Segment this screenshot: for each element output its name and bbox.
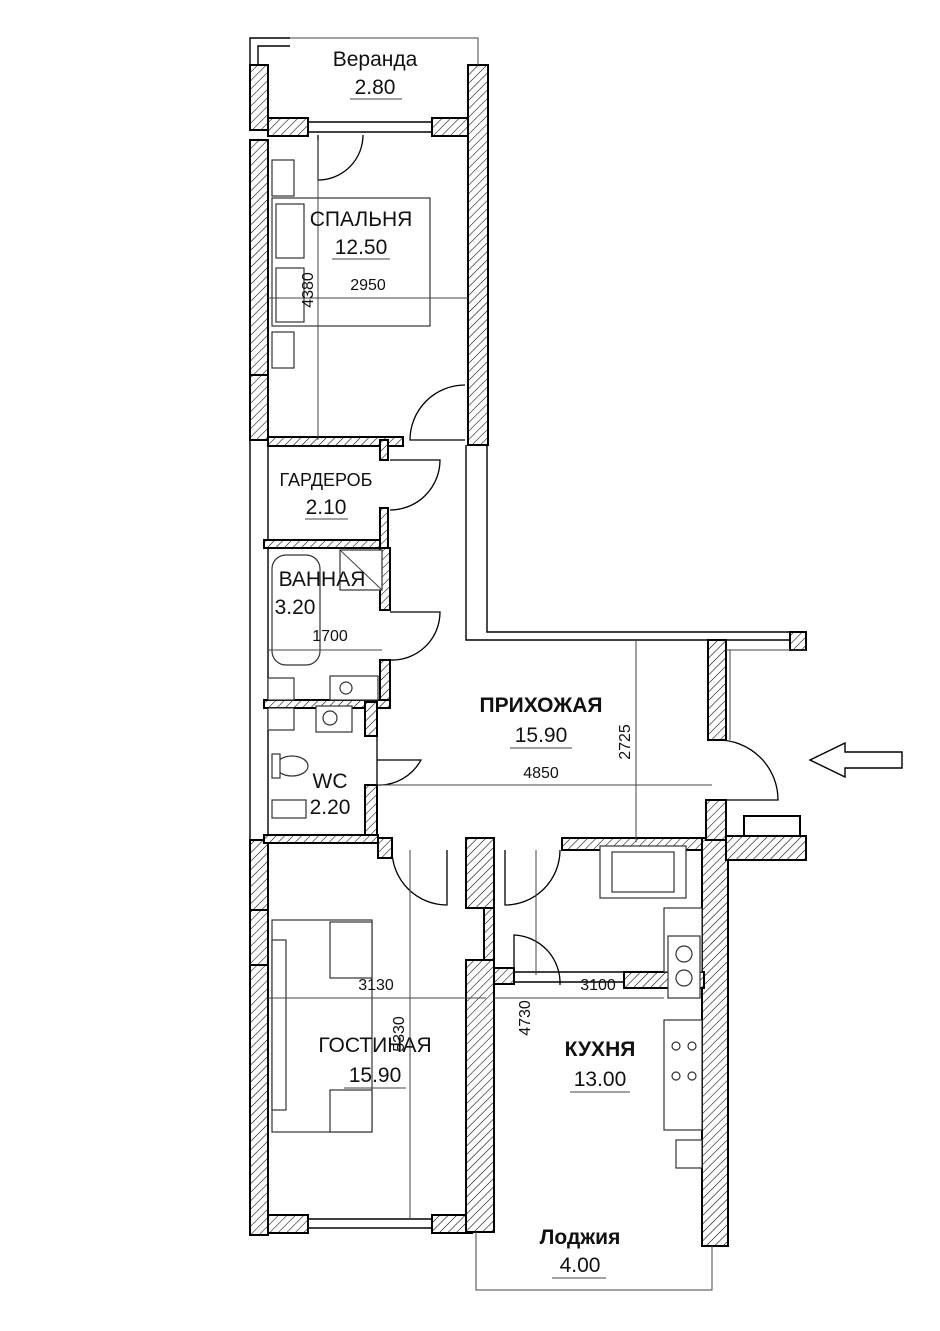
room-area-wc: 2.20 bbox=[310, 796, 351, 819]
left-wall-upper bbox=[249, 64, 269, 131]
room-name-wardrobe: ГАРДЕРОБ bbox=[280, 470, 373, 490]
room-labels: Веранда 2.80 СПАЛЬНЯ 12.50 ГАРДЕРОБ 2.10… bbox=[275, 48, 636, 1279]
bathtub bbox=[271, 554, 321, 666]
dimension-labels: 4380 2950 1700 4850 2725 3130 5330 4730 … bbox=[300, 272, 634, 1052]
dim-kitchen-width: 3100 bbox=[580, 977, 616, 994]
entrance-arrow-icon bbox=[808, 741, 903, 779]
room-area-kitchen: 13.00 bbox=[574, 1068, 627, 1091]
room-name-bathroom: ВАННАЯ bbox=[279, 568, 366, 591]
windows bbox=[290, 37, 806, 1291]
stove bbox=[671, 1041, 681, 1051]
dim-kitchen-length: 4730 bbox=[517, 1000, 534, 1036]
left-wall-living bbox=[249, 959, 269, 1236]
room-name-kitchen: КУХНЯ bbox=[565, 1038, 636, 1061]
bedroom-top-wall-left bbox=[267, 117, 309, 137]
room-name-hallway: ПРИХОЖАЯ bbox=[480, 694, 603, 717]
dim-living-width: 3130 bbox=[358, 977, 394, 994]
room-name-veranda: Веранда bbox=[333, 48, 418, 71]
room-area-bathroom: 3.20 bbox=[275, 596, 316, 619]
dim-bath-length: 1700 bbox=[312, 628, 348, 645]
room-area-veranda: 2.80 bbox=[355, 76, 396, 99]
room-name-bedroom: СПАЛЬНЯ bbox=[310, 208, 413, 231]
loggia-pillar bbox=[465, 959, 495, 1233]
toilet bbox=[275, 755, 309, 777]
living-bottom-wall-left bbox=[267, 1214, 309, 1234]
dim-hall-width: 4850 bbox=[523, 765, 559, 782]
kitchen-right-wall bbox=[701, 837, 729, 1247]
walls bbox=[249, 37, 807, 1247]
room-name-loggia: Лоджия bbox=[540, 1226, 621, 1249]
room-area-wardrobe: 2.10 bbox=[306, 496, 347, 519]
bedroom-bottom-wall bbox=[267, 436, 404, 447]
left-wall-lower bbox=[249, 839, 269, 911]
left-wall-mid bbox=[249, 374, 269, 441]
kitchen-sink bbox=[667, 935, 701, 999]
dim-hall-depth: 2725 bbox=[617, 724, 634, 760]
room-area-bedroom: 12.50 bbox=[335, 236, 388, 259]
room-area-hallway: 15.90 bbox=[515, 724, 568, 747]
dim-living-length: 5330 bbox=[391, 1016, 408, 1052]
dimension-lines bbox=[268, 140, 712, 1220]
room-area-living: 15.90 bbox=[349, 1064, 402, 1087]
bedroom-top-wall-right bbox=[431, 117, 471, 137]
dim-bedroom-length: 4380 bbox=[300, 272, 317, 308]
kitchen-pillar bbox=[465, 837, 495, 909]
furniture bbox=[267, 159, 703, 1169]
bedroom-right-wall bbox=[467, 64, 489, 446]
bath-sink bbox=[329, 675, 379, 701]
room-area-loggia: 4.00 bbox=[560, 1254, 601, 1277]
doors bbox=[317, 134, 779, 986]
left-wall-bedroom bbox=[249, 139, 269, 381]
room-name-wc: WC bbox=[313, 770, 348, 793]
dim-bedroom-width: 2950 bbox=[350, 277, 386, 294]
room-name-living: ГОСТИНАЯ bbox=[318, 1034, 431, 1057]
